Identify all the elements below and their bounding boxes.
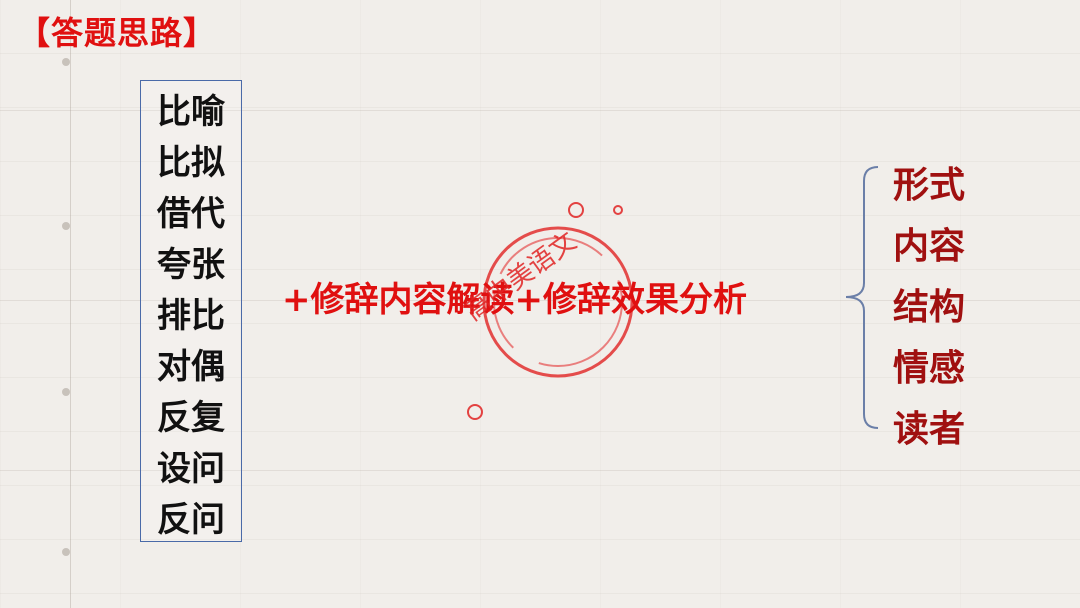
watermark-stamp-icon (467, 202, 634, 420)
margin-dot (62, 388, 70, 396)
rhetoric-device-item: 比喻 (157, 92, 225, 132)
margin-dot (62, 548, 70, 556)
effect-aspect-list: 形式 内容 结构 情感 读者 (893, 155, 965, 460)
left-margin-rule (0, 0, 71, 608)
paper-rule (0, 110, 1080, 111)
rhetoric-device-item: 反问 (157, 500, 225, 540)
rhetoric-device-item: 比拟 (157, 143, 225, 183)
margin-dot (62, 222, 70, 230)
effect-aspect-item: 形式 (893, 165, 966, 206)
rhetoric-device-list: 比喻 比拟 借代 夸张 排比 对偶 反复 设问 反问 (141, 87, 241, 546)
rhetoric-device-item: 排比 (157, 296, 225, 336)
effect-aspect-item: 内容 (893, 226, 966, 267)
paper-rule (0, 470, 1080, 471)
effect-aspect-item: 情感 (893, 348, 966, 389)
curly-brace-icon (845, 166, 879, 429)
rhetoric-device-item: 夸张 (157, 245, 225, 285)
rhetoric-device-item: 借代 (157, 194, 225, 234)
margin-dot (62, 58, 70, 66)
rhetoric-device-box: 比喻 比拟 借代 夸张 排比 对偶 反复 设问 反问 (140, 80, 242, 542)
effect-aspect-item: 结构 (893, 287, 966, 328)
rhetoric-device-item: 对偶 (157, 347, 225, 387)
rhetoric-device-item: 反复 (157, 398, 225, 438)
section-title: 【答题思路】 (18, 14, 217, 52)
paper-rule (0, 300, 1080, 301)
effect-aspect-item: 读者 (893, 409, 966, 450)
answer-formula: +修辞内容解读+修辞效果分析 (282, 280, 747, 320)
rhetoric-device-item: 设问 (157, 449, 225, 489)
